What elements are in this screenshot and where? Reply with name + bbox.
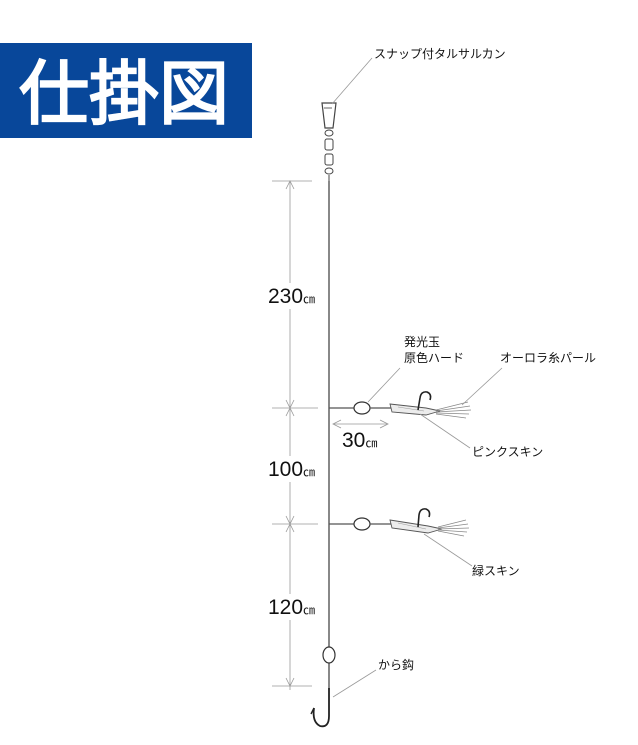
svg-text:100㎝: 100㎝	[268, 458, 315, 481]
title-badge: 仕掛図	[0, 43, 252, 138]
aurora-leader	[461, 367, 503, 406]
luminous-bead-icon	[353, 401, 371, 415]
green-skin-label: 緑スキン	[472, 563, 520, 578]
title-text: 仕掛図	[19, 53, 229, 135]
dimension-100-unit: ㎝	[303, 465, 315, 479]
dimension-230: 230㎝	[266, 283, 315, 309]
pink-skin-leader	[419, 413, 471, 449]
dimension-100: 100㎝	[266, 456, 315, 482]
title-background	[0, 43, 252, 138]
dimension-120: 120㎝	[266, 594, 315, 620]
aurora-threads	[435, 401, 472, 419]
bead-leader	[367, 367, 401, 403]
dimension-120-value: 120	[268, 596, 303, 619]
luminous-bead-icon	[322, 646, 336, 664]
swivel-leader	[331, 57, 373, 105]
svg-text:120㎝: 120㎝	[268, 596, 315, 619]
upper-branch	[329, 391, 472, 419]
aurora-label: オーロラ糸パール	[500, 351, 596, 365]
pink-skin-label: ピンクスキン	[472, 445, 543, 459]
branch-length-label: 30㎝	[342, 429, 377, 452]
fishing-hook-icon	[417, 391, 432, 411]
dimension-100-value: 100	[268, 458, 303, 481]
branch-length-unit: ㎝	[365, 436, 377, 450]
dimension-120-unit: ㎝	[303, 603, 315, 617]
fishing-hook-icon	[417, 508, 431, 528]
luminous-bead-icon	[353, 517, 371, 531]
green-skin-leader	[423, 533, 473, 567]
branch-length-value: 30	[342, 429, 365, 452]
skin-threads	[437, 519, 470, 537]
bottom-hook-label: から鈎	[378, 658, 414, 672]
svg-text:230㎝: 230㎝	[268, 285, 315, 308]
fishing-hook-icon	[312, 688, 330, 728]
lower-branch	[329, 508, 470, 537]
branch-length-dimension	[332, 419, 389, 429]
bottom-hook-leader	[332, 669, 377, 698]
skin-lure-icon	[389, 519, 443, 534]
dimension-230-unit: ㎝	[303, 292, 315, 306]
dimension-230-value: 230	[268, 285, 303, 308]
bead-label-line2: 原色ハード	[404, 351, 464, 365]
bead-label-line1: 発光玉	[404, 335, 440, 349]
snap-swivel-icon	[321, 102, 337, 181]
swivel-label: スナップ付タルサルカン	[374, 47, 506, 61]
